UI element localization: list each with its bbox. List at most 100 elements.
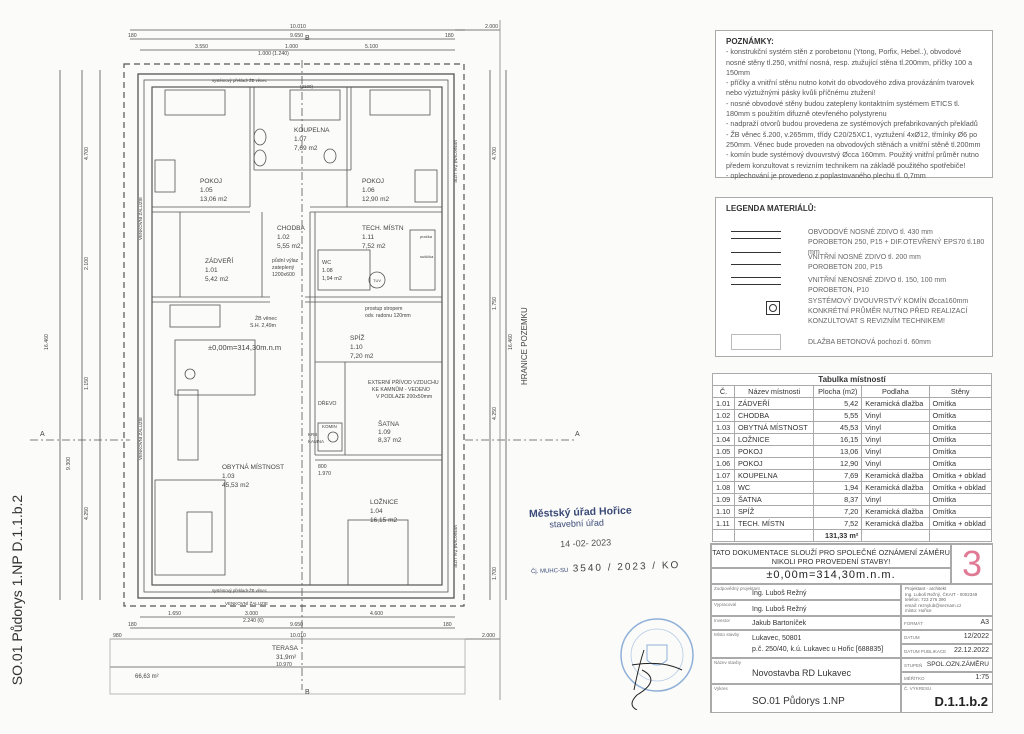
room-area: 45,53 m2 xyxy=(222,482,249,489)
stamp-ref-prefix: Čj. MUHC-SU xyxy=(530,567,569,576)
room-label-wc: WC xyxy=(322,260,331,266)
project-label: Název stavby xyxy=(714,660,742,665)
materials-legend: LEGENDA MATERIÁLŮ: OBVODOVÉ NOSNÉ ZDIVO … xyxy=(715,197,993,357)
blinds-note: VENKOVNÍ ŽALUZIE xyxy=(453,140,460,183)
level-label: ±0,00m=314,30m.n.m xyxy=(208,343,281,352)
dim: 4.600 xyxy=(370,611,383,617)
note-item: - oplechování je provedeno z poplastovan… xyxy=(726,170,926,180)
exterior-wall-symbol xyxy=(731,231,781,239)
room-area: 5,55 xyxy=(813,409,863,422)
air-supply-note: V PODLAZE 200x50mm xyxy=(376,394,432,400)
room-walls: Omítka xyxy=(928,421,993,434)
drawn-by: Ing. Luboš Režný xyxy=(752,606,807,613)
drawing-number-label: Č. VÝKRESU xyxy=(904,686,932,691)
room-name: LOŽNICE xyxy=(733,433,815,446)
room-floor: Keramická dlažba xyxy=(861,517,930,530)
room-area: 13,06 xyxy=(813,445,863,458)
municipal-stamp: Městský úřad Hořice stavební úřad 14 -02… xyxy=(529,502,711,578)
stamp-date: 14 -02- 2023 xyxy=(559,537,612,550)
room-number: 1.09 xyxy=(378,429,391,436)
publication-date: 22.12.2022 xyxy=(953,647,989,654)
room-name: TECH. MÍSTN xyxy=(733,517,815,530)
legend-item: POROBETON 250, P15 + DIF.OTEVŘENÝ EPS70 … xyxy=(808,239,985,256)
title-block: TATO DOKUMENTACE SLOUŽÍ PRO SPOLEČNÉ OZN… xyxy=(710,543,993,713)
room-area: 16,15 xyxy=(813,433,863,446)
dim: 16.460 xyxy=(508,334,514,350)
col-header-number: Č. xyxy=(712,385,735,398)
col-header-walls: Stěny xyxy=(928,385,993,398)
scale-label: MĚŘÍTKO xyxy=(904,676,925,681)
room-area: 8,37 xyxy=(813,493,863,506)
room-label-loznice: LOŽNICE xyxy=(370,497,399,506)
room-floor: Vinyl xyxy=(861,457,930,470)
blinds-note: VENKOVNÍ ŽALUZIE xyxy=(453,525,460,568)
dim: 4.250 xyxy=(492,407,498,420)
section-marker-a-left: A xyxy=(40,431,45,438)
attic-note: půdní výlaz xyxy=(272,257,299,264)
col-header-name: Název místnosti xyxy=(733,385,815,398)
stage: SPOL.OZN.ZÁMĚRU xyxy=(926,661,989,668)
blinds-note: VENKOVNÍ ŽALUZIE xyxy=(136,417,143,460)
notes-box: POZNÁMKY: - konstrukční systém stěn z po… xyxy=(715,30,993,180)
legend-item: KONKRÉTNÍ PRŮMĚR NUTNO PŘED REALIZACÍ xyxy=(808,308,968,315)
notice-line: NIKOLI PRO PROVEDENÍ STAVBY! xyxy=(771,557,891,566)
dim: 180 xyxy=(443,622,452,628)
dim: 10.010 xyxy=(290,633,306,639)
dim: 1.750 xyxy=(492,297,498,310)
level-reference: ±0,00m=314,30m.n.m. xyxy=(711,568,951,584)
dim: 2.000 xyxy=(485,24,498,30)
room-label-pokoj-106: POKOJ xyxy=(362,178,384,185)
designer-line: email: reznylub@seznam.cz xyxy=(905,602,962,608)
dim: 2.000 xyxy=(482,633,495,639)
room-label-pokoj-105: POKOJ xyxy=(200,178,222,185)
designer-line: místo: Hořice xyxy=(905,608,932,613)
date-label: DATUM xyxy=(904,635,920,640)
room-label-zadveri: ZÁDVEŘÍ xyxy=(205,256,233,265)
notice-line: TATO DOKUMENTACE SLOUŽÍ PRO SPOLEČNÉ OZN… xyxy=(712,548,950,557)
room-area: 1,94 xyxy=(813,481,863,494)
col-header-area: Plocha (m2) xyxy=(813,385,863,398)
room-number: 1.10 xyxy=(712,505,735,518)
legend-item: POROBETON 200, P15 xyxy=(808,264,883,271)
room-area: 7,20 m2 xyxy=(350,353,374,360)
room-number: 1.03 xyxy=(222,473,235,480)
room-walls: Omítka xyxy=(928,433,993,446)
paving-symbol xyxy=(731,334,781,350)
wood-label: DŘEVO xyxy=(318,399,336,407)
room-walls: Omítka xyxy=(928,457,993,470)
washer-label: pračka xyxy=(420,234,433,239)
dim: 2.100 xyxy=(84,257,90,270)
note-item: - příčky a vnitřní stěnu nutno kotvit do… xyxy=(726,78,975,98)
dim: 5.100 xyxy=(365,44,378,50)
legend-item: POROBETON, P10 xyxy=(808,287,869,294)
stamp-ref: 3540 / 2023 / KO xyxy=(572,559,681,575)
blinds-note: VENKOVNÍ ŽALUZIE xyxy=(225,599,268,606)
attic-note: 1200x600 xyxy=(272,272,295,278)
project-name: Novostavba RD Lukavec xyxy=(752,668,852,678)
room-floor: Vinyl xyxy=(861,409,930,422)
note-item: - ŽB věnec š.200, v.265mm, třídy C20/25X… xyxy=(726,129,981,149)
stage-label: STUPEŇ xyxy=(904,663,923,668)
dim: 9.300 xyxy=(66,457,72,470)
legend-item: SYSTÉMOVÝ DVOUVRSTVÝ KOMÍN Øcca160mm xyxy=(808,298,969,305)
section-marker-b: B xyxy=(305,689,310,696)
designer-label: Projektant - architekt xyxy=(905,586,947,591)
dryer-label: sušička xyxy=(420,254,434,259)
terrace-area: 31,9m² xyxy=(276,654,297,661)
dim: 9.650 xyxy=(290,33,303,39)
legend-item: OBVODOVÉ NOSNÉ ZDIVO tl. 430 mm xyxy=(808,229,933,236)
room-number: 1.04 xyxy=(712,433,735,446)
room-label-tech-mistn: TECH. MÍSTN xyxy=(362,223,404,232)
site-line: Lukavec, 50801 xyxy=(752,635,802,642)
chimney-symbol xyxy=(766,301,780,315)
note-item: - konstrukční systém stěn z porobetonu (… xyxy=(726,47,973,77)
responsible-label: Zodpovědný projektant xyxy=(714,586,760,591)
stove-label: KRB xyxy=(308,432,317,437)
ring-beam-note: ŽB věnec xyxy=(255,314,277,322)
partition-wall-symbol xyxy=(731,277,781,285)
room-area: 12,90 xyxy=(813,457,863,470)
